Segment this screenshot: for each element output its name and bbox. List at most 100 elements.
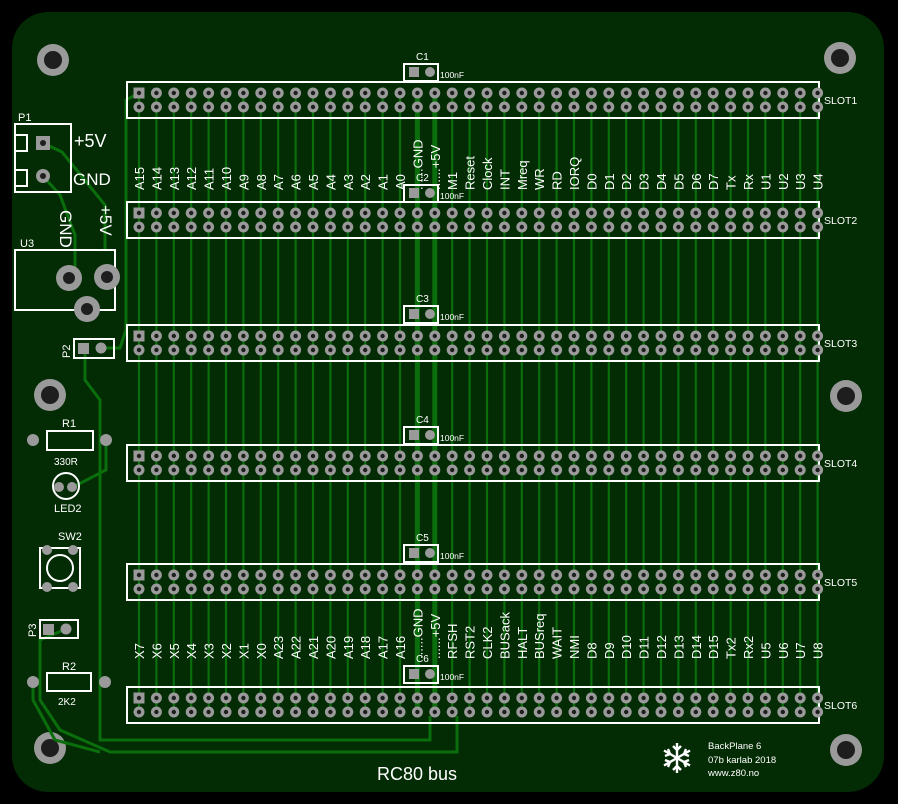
signal-label: Tx2 xyxy=(724,637,739,659)
signal-label: A19 xyxy=(341,636,356,659)
header-p2: P2 xyxy=(61,338,115,359)
signal-label: D10 xyxy=(619,635,634,659)
signal-label: BUSack xyxy=(497,612,512,659)
signal-label: D7 xyxy=(706,173,721,190)
u3-5v-label: +5V xyxy=(96,205,115,236)
p1-gnd-label: GND xyxy=(73,170,111,189)
cap-ref: C6 xyxy=(416,654,429,665)
slot-connector: SLOT2 xyxy=(126,201,857,239)
signal-label: A2 xyxy=(358,174,373,190)
signal-label: A6 xyxy=(289,174,304,190)
signal-label: A3 xyxy=(341,174,356,190)
signal-label: A22 xyxy=(289,636,304,659)
switch-sw2: SW2 xyxy=(39,531,82,592)
p1-5v-label: +5V xyxy=(74,131,107,151)
signal-label: D14 xyxy=(689,635,704,659)
signal-label: D12 xyxy=(654,635,669,659)
signal-label: WAIT xyxy=(550,627,565,659)
signal-label: BUSreq xyxy=(532,613,547,659)
signal-label: A1 xyxy=(376,174,391,190)
credits-line-1: BackPlane 6 xyxy=(708,741,761,752)
power-connector-p1: P1 +5V GND xyxy=(14,112,111,193)
signal-label: D4 xyxy=(654,173,669,190)
slot-label: SLOT6 xyxy=(824,700,857,712)
signal-label: A0 xyxy=(393,174,408,190)
signal-label: A4 xyxy=(323,174,338,190)
signal-label: A11 xyxy=(202,168,217,190)
signal-label: A14 xyxy=(149,167,164,190)
slot-connector: SLOT4 xyxy=(126,444,857,482)
header-p3: P3 xyxy=(27,619,79,639)
signal-label: A9 xyxy=(236,174,251,190)
signal-label: A13 xyxy=(167,167,182,190)
signal-label: IORQ xyxy=(567,157,582,190)
slot-label: SLOT1 xyxy=(824,95,857,107)
signal-label: X1 xyxy=(236,643,251,659)
signal-label: D6 xyxy=(689,173,704,190)
power-trace xyxy=(83,348,432,742)
signal-label: RD xyxy=(550,171,565,190)
signal-label: D8 xyxy=(584,642,599,659)
signal-label: U5 xyxy=(758,642,773,659)
signal-label: U6 xyxy=(776,642,791,659)
signal-label: X4 xyxy=(184,643,199,659)
signal-label: CLK2 xyxy=(480,626,495,659)
signal-label: X5 xyxy=(167,643,182,659)
credits-line-2: 07b karlab 2018 xyxy=(708,755,776,766)
r1-ref: R1 xyxy=(62,418,76,430)
resistor-r1: R1 330R xyxy=(27,418,112,468)
cap-ref: C3 xyxy=(416,294,429,305)
signal-label: A17 xyxy=(376,636,391,659)
power-trace xyxy=(74,440,108,488)
mounting-holes xyxy=(34,42,862,766)
p1-outline xyxy=(14,123,72,193)
slot-connector: SLOT1 xyxy=(126,81,857,119)
signal-label: D3 xyxy=(637,173,652,190)
capacitor: C6 100nF xyxy=(403,654,464,684)
signal-label: Clock xyxy=(480,157,495,190)
cap-ref: C4 xyxy=(416,415,429,426)
snowflake-logo xyxy=(663,743,691,773)
r1-value: 330R xyxy=(54,457,78,468)
board-outline xyxy=(12,12,884,792)
signal-label: A15 xyxy=(132,167,147,190)
led-ref: LED2 xyxy=(54,503,82,515)
signal-label: HALT xyxy=(515,627,530,659)
slot-label: SLOT3 xyxy=(824,338,857,350)
slot-label: SLOT2 xyxy=(824,215,857,227)
r2-value: 2K2 xyxy=(58,697,76,708)
signal-label: A16 xyxy=(393,636,408,659)
signal-label: A5 xyxy=(306,174,321,190)
slot-connector: SLOT3 xyxy=(126,324,857,362)
cap-value: 100nF xyxy=(440,551,464,561)
cap-value: 100nF xyxy=(440,191,464,201)
signal-label: ......+5V xyxy=(428,145,443,190)
signal-label: A8 xyxy=(254,174,269,190)
signal-label: D11 xyxy=(637,636,652,659)
u3-ref: U3 xyxy=(20,238,34,250)
signal-label: X3 xyxy=(202,643,217,659)
p1-ref: P1 xyxy=(18,112,31,124)
power-trace xyxy=(42,141,107,250)
signal-label: A23 xyxy=(271,636,286,659)
signal-label: RFSH xyxy=(445,624,460,659)
slot-outline xyxy=(126,686,820,724)
cap-value: 100nF xyxy=(440,433,464,443)
capacitor: C4 100nF xyxy=(403,415,464,445)
signal-label: U7 xyxy=(793,642,808,659)
signal-label: A21 xyxy=(306,636,321,659)
slot-outline xyxy=(126,444,820,482)
slot-label: SLOT4 xyxy=(824,458,857,470)
signal-label: INT xyxy=(497,169,512,190)
signal-label: A20 xyxy=(323,636,338,659)
signal-label: Reset xyxy=(463,156,478,190)
signal-label: U1 xyxy=(758,173,773,190)
signal-label: X6 xyxy=(149,643,164,659)
cap-ref: C1 xyxy=(416,52,429,63)
cap-value: 100nF xyxy=(440,672,464,682)
signal-label: ......GND xyxy=(410,608,425,659)
signal-label: D0 xyxy=(584,173,599,190)
